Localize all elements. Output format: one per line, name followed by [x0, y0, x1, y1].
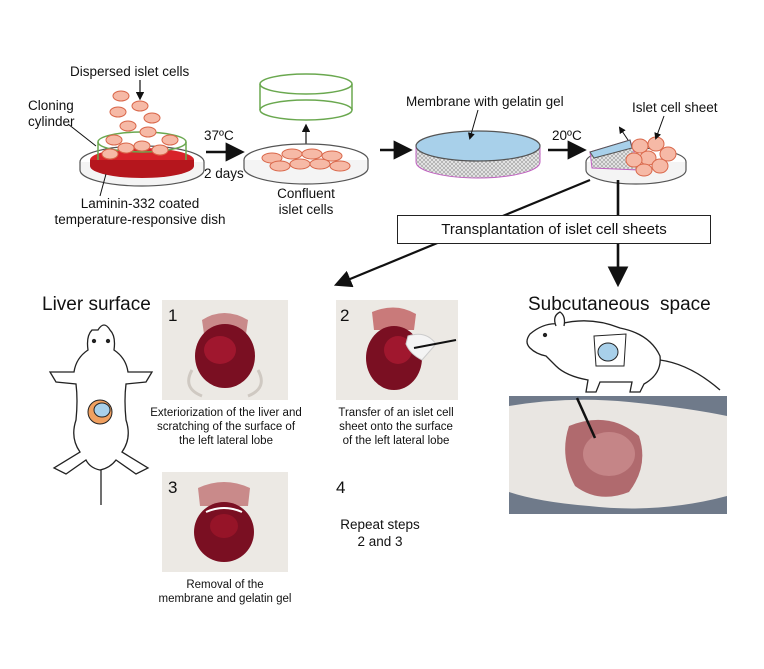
label-laminin-dish: Laminin-332 coated temperature-responsiv…: [54, 196, 226, 227]
photo-step-1: [162, 300, 288, 400]
step-1-number: 1: [168, 306, 178, 325]
mouse-liver-site: [87, 399, 113, 425]
mouse-side-illustration: [526, 311, 721, 393]
confluent-cells: [261, 148, 351, 172]
step-4-caption: Repeat steps 2 and 3: [340, 517, 420, 549]
transplantation-box: Transplantation of islet cell sheets: [397, 215, 711, 244]
label-dispersed-islet-cells: Dispersed islet cells: [70, 64, 190, 79]
leader-cylinder: [67, 123, 97, 147]
step-3-number: 3: [168, 478, 178, 497]
leader-dish: [99, 173, 107, 197]
step-3-caption: Removal of the membrane and gelatin gel: [158, 579, 292, 605]
photo-step-3: [162, 472, 288, 572]
membrane-dish: [415, 130, 541, 179]
label-membrane-gel: Membrane with gelatin gel: [406, 94, 564, 109]
label-cloning-cylinder: Cloning cylinder: [28, 98, 75, 129]
step-4-number: 4: [336, 478, 346, 497]
leader-sheet: [654, 115, 665, 140]
mouse-subcutaneous-site: [593, 333, 627, 367]
liver-surface-title: Liver surface: [42, 294, 151, 315]
islet-sheet-cells: [625, 136, 677, 177]
label-2-days: 2 days: [204, 166, 244, 181]
dispersed-cells: [101, 90, 179, 160]
mouse-spread-illustration: [48, 324, 154, 505]
arrow-peel: [618, 126, 629, 141]
step-1-caption: Exteriorization of the liver and scratch…: [150, 407, 302, 447]
label-20c: 20ºC: [552, 128, 582, 143]
label-37c: 37ºC: [204, 128, 234, 143]
subcutaneous-title: Subcutaneous space: [528, 294, 711, 315]
label-islet-cell-sheet: Islet cell sheet: [632, 100, 718, 115]
photo-subcutaneous: [509, 396, 727, 514]
leader-membrane: [468, 109, 479, 140]
transplantation-label: Transplantation of islet cell sheets: [441, 221, 667, 238]
step-2-caption: Transfer of an islet cell sheet onto the…: [338, 407, 454, 447]
step-2-number: 2: [340, 306, 350, 325]
cylinder-lifted: [259, 73, 353, 121]
photo-step-2: [336, 300, 458, 400]
label-confluent-cells: Confluent islet cells: [277, 186, 335, 217]
